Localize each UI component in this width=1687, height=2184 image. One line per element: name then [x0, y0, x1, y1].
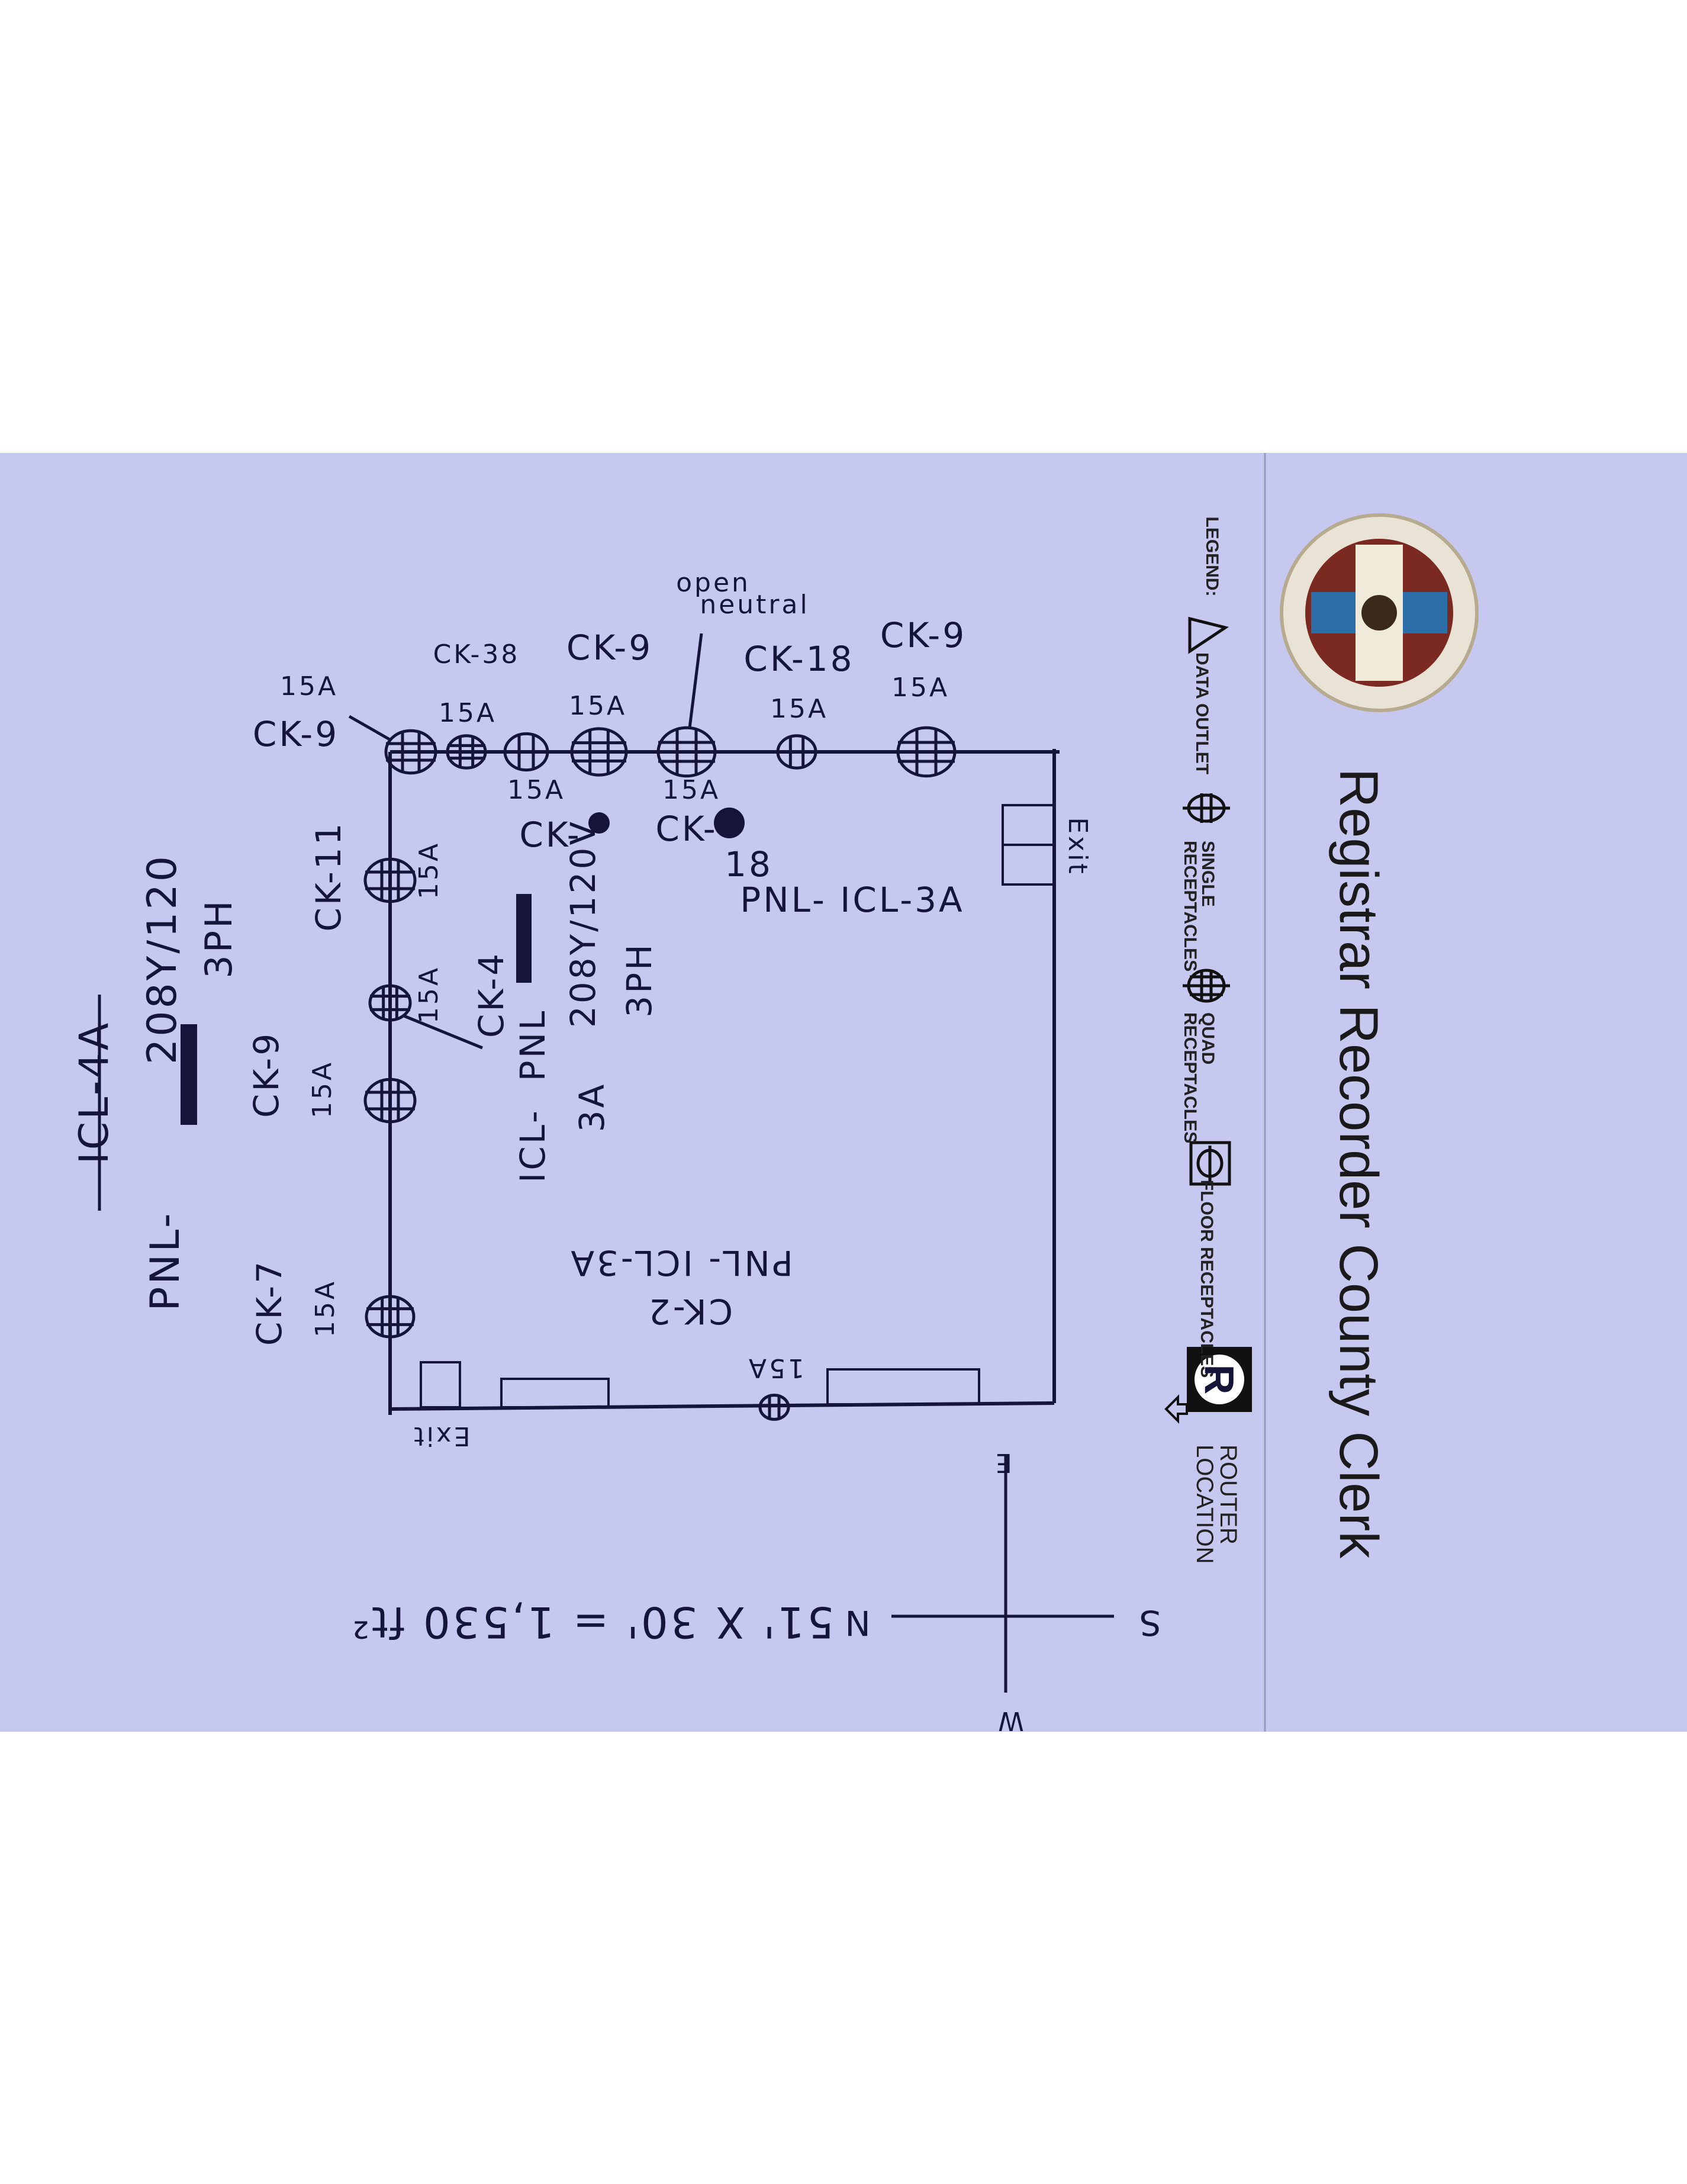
legend-data-outlet: DATA OUTLET	[1192, 652, 1212, 775]
label-inside: 15A	[507, 775, 566, 805]
label-left: ICL-	[513, 1108, 553, 1183]
county-seal	[1280, 513, 1479, 712]
compass-south: S	[1137, 1603, 1161, 1643]
bottom-table-2	[826, 1368, 980, 1405]
label-top: CK-38	[433, 639, 520, 670]
label-left: CK-11	[308, 821, 349, 932]
label-inside: 15A	[662, 775, 721, 805]
label-left: 15A	[310, 1279, 340, 1338]
label-left: CK-9	[246, 1031, 286, 1118]
label-bottom: 15A	[746, 1353, 805, 1383]
compass-east: E	[993, 1448, 1012, 1478]
label-left: CK-4	[471, 951, 511, 1038]
label-top: CK-9	[566, 628, 653, 668]
leader-lines	[98, 633, 703, 1211]
legend-label: LEGEND:	[1202, 516, 1222, 597]
compass	[891, 1456, 1114, 1693]
label-top: CK-9	[880, 615, 967, 655]
legend-single-receptacles: SINGLE RECEPTACLES	[1180, 841, 1218, 972]
single-receptacle-legend-icon	[1183, 793, 1230, 823]
quad-receptacle-icon	[384, 729, 437, 775]
router-legend-icon	[1164, 1347, 1252, 1424]
single-receptacle-icon	[758, 1394, 790, 1421]
panel-4a-phase: 3PH	[197, 898, 240, 979]
legend-quad-receptacles: QUAD RECEPTACLES	[1180, 1012, 1218, 1144]
panel-4a-prefix: PNL-	[142, 1211, 189, 1311]
single-receptacle-icon	[503, 732, 549, 772]
label-left: 208Y/120V	[563, 819, 603, 1028]
compass-north: N	[842, 1603, 871, 1643]
label-inside: CK-	[655, 809, 718, 849]
label-top: 15A	[438, 698, 497, 728]
label-left: 3A	[572, 1082, 612, 1133]
label-left: 15A	[414, 965, 444, 1024]
label-top: 15A	[770, 694, 829, 724]
exit-label-right: Exit	[1063, 817, 1093, 876]
label-left: PNL	[513, 1008, 553, 1082]
label-top: 15A	[891, 673, 950, 703]
legend-router-location: ROUTER LOCATION	[1192, 1445, 1241, 1564]
label-top: CK-18	[743, 639, 855, 679]
quad-receptacle-icon	[365, 1295, 416, 1339]
scribbled-out-marks	[181, 808, 745, 1125]
quad-receptacle-legend-icon	[1183, 969, 1230, 1003]
label-left: 15A	[414, 841, 444, 900]
label-top: CK-9	[252, 714, 340, 754]
panel-4a-title: ICL-4A	[71, 1020, 118, 1165]
label-inside: 18	[725, 844, 773, 884]
exit-label-bottom: Exit	[411, 1421, 471, 1451]
data-outlet-legend-icon	[1188, 616, 1229, 654]
label-open-neutral: neutral	[700, 590, 810, 620]
quad-receptacle-icon	[896, 726, 957, 778]
label-bottom: CK-2	[646, 1291, 733, 1331]
label-bottom: PNL- ICL-3A	[568, 1243, 793, 1283]
label-top: 15A	[279, 671, 339, 702]
quad-receptacle-icon	[570, 727, 628, 777]
area-calculation: 51' X 30' = 1,530 ft²	[349, 1597, 835, 1647]
label-left: 3PH	[619, 942, 659, 1018]
quad-receptacle-icon	[363, 1077, 417, 1124]
label-left: 15A	[307, 1060, 337, 1119]
panel-4a-voltage: 208Y/120	[139, 853, 186, 1065]
quad-receptacle-icon	[363, 857, 417, 903]
exit-door-bottom	[420, 1361, 461, 1408]
quad-receptacle-icon	[446, 734, 487, 770]
furniture	[420, 804, 1055, 1408]
legend-floor-receptacles: FLOOR RECEPTACLES	[1197, 1179, 1216, 1378]
page-title: Registrar Recorder County Clerk	[1328, 768, 1389, 1559]
bottom-table-1	[500, 1378, 610, 1408]
single-receptacle-icon	[776, 734, 817, 770]
label-left: CK-7	[249, 1259, 289, 1346]
label-top: 15A	[568, 691, 627, 721]
label-panel-icl-3a: PNL- ICL-3A	[740, 880, 965, 920]
router-symbol: R	[1196, 1364, 1242, 1395]
label-open-neutral: open	[676, 568, 751, 598]
label-inside: CK-	[519, 815, 582, 855]
quad-receptacle-icon	[656, 726, 717, 778]
floor-receptacle-legend-icon	[1189, 1141, 1231, 1186]
compass-west: W	[996, 1706, 1024, 1736]
quad-receptacle-icon	[368, 984, 412, 1022]
